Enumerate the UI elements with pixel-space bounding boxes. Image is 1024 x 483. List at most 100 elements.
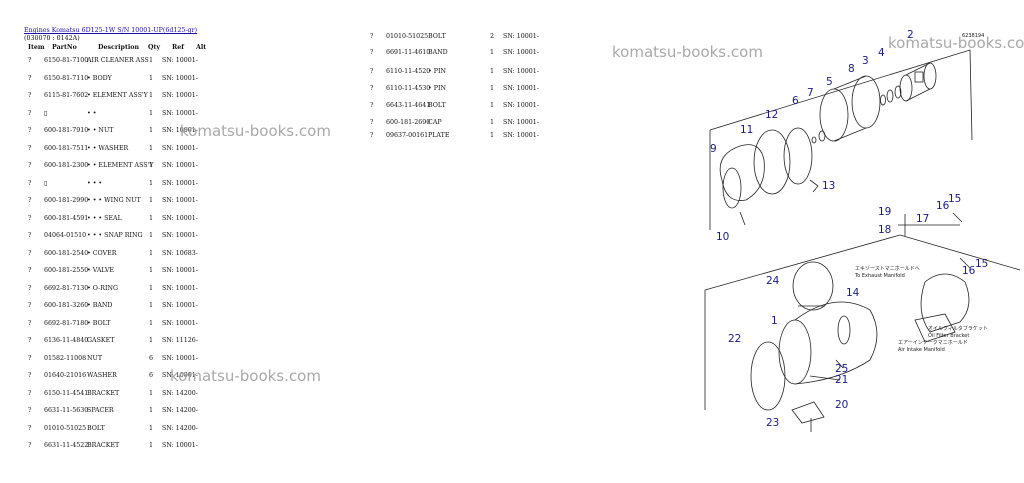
cell-desc: • • • SNAP RING <box>87 232 143 239</box>
cell-part: 6631-11-4522 <box>44 442 89 449</box>
cell-qty: 1 <box>149 319 154 327</box>
cell-ref: SN: 14200- <box>162 389 198 397</box>
cell-ref: SN: 10001- <box>162 74 198 82</box>
callout-24: 24 <box>766 275 780 287</box>
cell-part: 01010-51025 <box>44 424 87 432</box>
cell-part: 6643-11-4641 <box>386 102 431 109</box>
callout-4: 4 <box>878 47 885 59</box>
col-item: Item <box>28 44 45 51</box>
cell-desc: NUT <box>87 354 103 362</box>
cell-qty: 1 <box>149 267 154 274</box>
cell-ref: SN: 10001- <box>162 354 198 362</box>
note-intake-en: Air Intake Manifold <box>898 347 945 353</box>
cell-ref: SN: 10001- <box>162 214 198 222</box>
note-bracket-jp: オイルフィルタブラケット <box>928 325 988 332</box>
cell-qty: 1 <box>149 337 154 344</box>
callout-14: 14 <box>846 287 860 299</box>
cell-ref: SN: 10001- <box>503 33 539 40</box>
note-intake-jp: エアーインテークマニホールド <box>898 340 968 346</box>
cell-item: ? <box>28 109 32 117</box>
cell-item: ? <box>28 302 32 309</box>
cell-qty: 1 <box>490 102 495 109</box>
cell-qty: 1 <box>490 85 495 92</box>
cell-part: 600-181-2540 <box>44 249 89 257</box>
cell-qty: 1 <box>149 424 154 432</box>
cell-part: 600-181-2990 <box>44 197 89 204</box>
cell-part: 600-181-7910 <box>44 127 89 134</box>
callout-6: 6 <box>792 95 799 107</box>
cell-item: ? <box>28 319 32 327</box>
cell-part: ▯ <box>44 109 48 117</box>
callout-15b: 15 <box>975 258 988 270</box>
cell-qty: 1 <box>149 109 154 117</box>
exploded-parts-diagram: 2 4 3 8 5 7 6 12 11 9 13 10 15 16 19 17 … <box>704 29 1021 432</box>
cell-part: 600-181-2300 <box>44 162 89 169</box>
cell-item: ? <box>28 284 32 292</box>
callout-25: 25 <box>835 363 848 375</box>
cell-item: ? <box>28 74 32 82</box>
cell-ref: SN: 10001- <box>162 372 198 379</box>
watermark: komatsu-books.com <box>888 34 1024 52</box>
cell-item: ? <box>28 179 32 187</box>
cell-desc: • BODY <box>87 74 112 82</box>
cell-desc: • ELEMENT ASS'Y <box>87 92 148 99</box>
cell-ref: SN: 10001- <box>162 179 198 187</box>
drawing-code: 6238194 <box>962 33 984 39</box>
cell-item: ? <box>28 162 32 169</box>
cell-ref: SN: 10001- <box>162 284 198 292</box>
cell-desc: BOLT <box>428 33 446 40</box>
cell-qty: 1 <box>490 49 495 56</box>
cell-qty: 1 <box>149 389 154 397</box>
col-partno: PartNo <box>52 44 77 51</box>
cell-item: ? <box>28 407 32 414</box>
col-qty: Qty <box>148 44 161 51</box>
watermark: komatsu-books.com <box>170 367 321 385</box>
cell-part: 6150-11-4541 <box>44 389 89 397</box>
watermark: komatsu-books.com <box>180 122 331 140</box>
cell-part: ▯ <box>44 179 48 187</box>
callout-5: 5 <box>826 76 833 88</box>
cell-item: ? <box>28 249 32 257</box>
callout-22: 22 <box>728 333 741 345</box>
cell-ref: SN: 10001- <box>503 68 539 75</box>
cell-desc: SPACER <box>87 407 114 414</box>
cell-desc: BOLT <box>428 102 446 109</box>
cell-qty: 1 <box>149 162 154 169</box>
cell-desc: WASHER <box>87 372 117 379</box>
cell-desc: • • NUT <box>87 127 114 134</box>
cell-ref: SN: 10001- <box>162 162 198 169</box>
cell-part: 6631-11-5630 <box>44 407 89 414</box>
cell-ref: SN: 10001- <box>162 197 198 204</box>
cell-item: ? <box>28 127 32 134</box>
callout-23: 23 <box>766 417 779 429</box>
cell-item: ? <box>370 85 374 92</box>
cell-item: ? <box>28 57 32 64</box>
callout-3: 3 <box>862 55 869 67</box>
callout-16b: 16 <box>962 265 976 277</box>
cell-qty: 1 <box>149 249 154 257</box>
cell-ref: SN: 10001- <box>162 144 198 152</box>
cell-item: ? <box>28 372 32 379</box>
cell-part: 6691-11-4610 <box>386 49 431 56</box>
cell-qty: 1 <box>490 68 495 75</box>
callout-10: 10 <box>716 231 729 243</box>
cell-ref: SN: 10001- <box>162 92 198 99</box>
callout-20: 20 <box>835 399 848 411</box>
cell-desc: PLATE <box>428 132 450 139</box>
parts-header: Engines Komatsu 6D125-1W S/N 10001-UP(6d… <box>24 27 197 43</box>
cell-part: 600-181-7511 <box>44 144 89 152</box>
callout-18: 18 <box>878 224 891 236</box>
cell-ref: SN: 10001- <box>503 132 539 139</box>
callout-13: 13 <box>822 180 835 192</box>
breadcrumb-link[interactable]: Engines Komatsu 6D125-1W S/N 10001-UP(6d… <box>24 27 198 34</box>
callout-9: 9 <box>710 143 717 155</box>
section-code: (030070 : 0142A) <box>24 35 80 42</box>
cell-ref: SN: 14200- <box>162 424 198 432</box>
callout-17: 17 <box>916 213 929 225</box>
cell-qty: 6 <box>149 354 154 362</box>
cell-desc: BRACKET <box>87 389 120 397</box>
cell-desc: BOLT <box>87 424 105 432</box>
cell-ref: SN: 10001- <box>162 109 198 117</box>
cell-part: 01640-21016 <box>44 372 87 379</box>
cell-ref: SN: 10001- <box>162 267 198 274</box>
